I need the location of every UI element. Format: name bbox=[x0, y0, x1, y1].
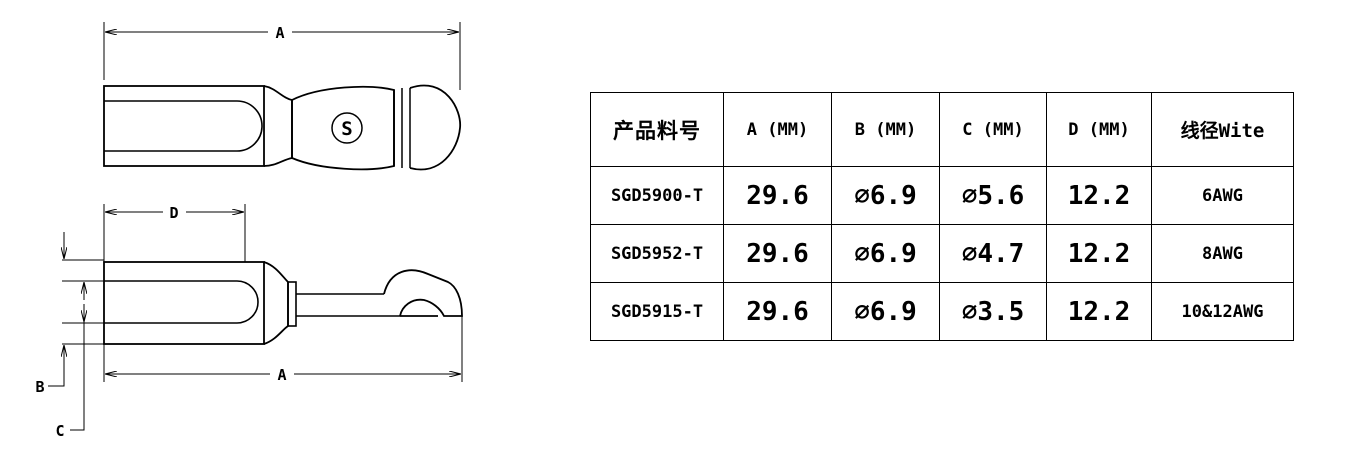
latch-hook bbox=[383, 269, 463, 317]
cell-part-number: SGD5900-T bbox=[590, 166, 724, 225]
header-part-number: 产品料号 bbox=[590, 92, 724, 167]
cell-d: 12.2 bbox=[1046, 282, 1152, 341]
cell-b: ⌀6.9 bbox=[831, 282, 940, 341]
cell-a: 29.6 bbox=[723, 282, 832, 341]
spec-table: 产品料号 A (MM) B (MM) C (MM) D (MM) 线径Wite … bbox=[590, 92, 1294, 341]
cell-d: 12.2 bbox=[1046, 224, 1152, 283]
cell-part-number: SGD5915-T bbox=[590, 282, 724, 341]
dim-a-top-label: A bbox=[275, 24, 284, 42]
dim-d-label: D bbox=[169, 204, 178, 222]
header-a-mm: A (MM) bbox=[723, 92, 832, 167]
cell-d: 12.2 bbox=[1046, 166, 1152, 225]
table-header-row: 产品料号 A (MM) B (MM) C (MM) D (MM) 线径Wite bbox=[590, 92, 1294, 167]
cell-c: ⌀4.7 bbox=[939, 224, 1047, 283]
cell-wire-gauge: 6AWG bbox=[1151, 166, 1294, 225]
table-row: SGD5900-T 29.6 ⌀6.9 ⌀5.6 12.2 6AWG bbox=[590, 166, 1294, 225]
side-fork-body bbox=[103, 261, 265, 345]
side-view bbox=[48, 204, 463, 431]
dim-a-side-label: A bbox=[277, 366, 286, 384]
logo-letter: S bbox=[341, 118, 352, 140]
dim-c-leader bbox=[70, 304, 85, 431]
cell-a: 29.6 bbox=[723, 166, 832, 225]
header-d-mm: D (MM) bbox=[1046, 92, 1152, 167]
dim-c-label: C bbox=[55, 422, 64, 440]
cell-b: ⌀6.9 bbox=[831, 166, 940, 225]
cell-a: 29.6 bbox=[723, 224, 832, 283]
fork-slot bbox=[104, 100, 263, 152]
cell-b: ⌀6.9 bbox=[831, 224, 940, 283]
header-c-mm: C (MM) bbox=[939, 92, 1047, 167]
fork-body bbox=[103, 85, 265, 167]
cell-wire-gauge: 8AWG bbox=[1151, 224, 1294, 283]
dim-b-leader bbox=[48, 366, 65, 387]
header-wire-gauge: 线径Wite bbox=[1151, 92, 1294, 167]
dim-b-label: B bbox=[35, 378, 44, 396]
cell-c: ⌀5.6 bbox=[939, 166, 1047, 225]
top-view bbox=[103, 22, 461, 171]
cell-part-number: SGD5952-T bbox=[590, 224, 724, 283]
table-row: SGD5952-T 29.6 ⌀6.9 ⌀4.7 12.2 8AWG bbox=[590, 224, 1294, 283]
cell-wire-gauge: 10&12AWG bbox=[1151, 282, 1294, 341]
header-b-mm: B (MM) bbox=[831, 92, 940, 167]
connector-drawing: A S bbox=[35, 22, 463, 440]
logo-circle bbox=[331, 112, 363, 144]
cell-c: ⌀3.5 bbox=[939, 282, 1047, 341]
table-row: SGD5915-T 29.6 ⌀6.9 ⌀3.5 12.2 10&12AWG bbox=[590, 282, 1294, 341]
